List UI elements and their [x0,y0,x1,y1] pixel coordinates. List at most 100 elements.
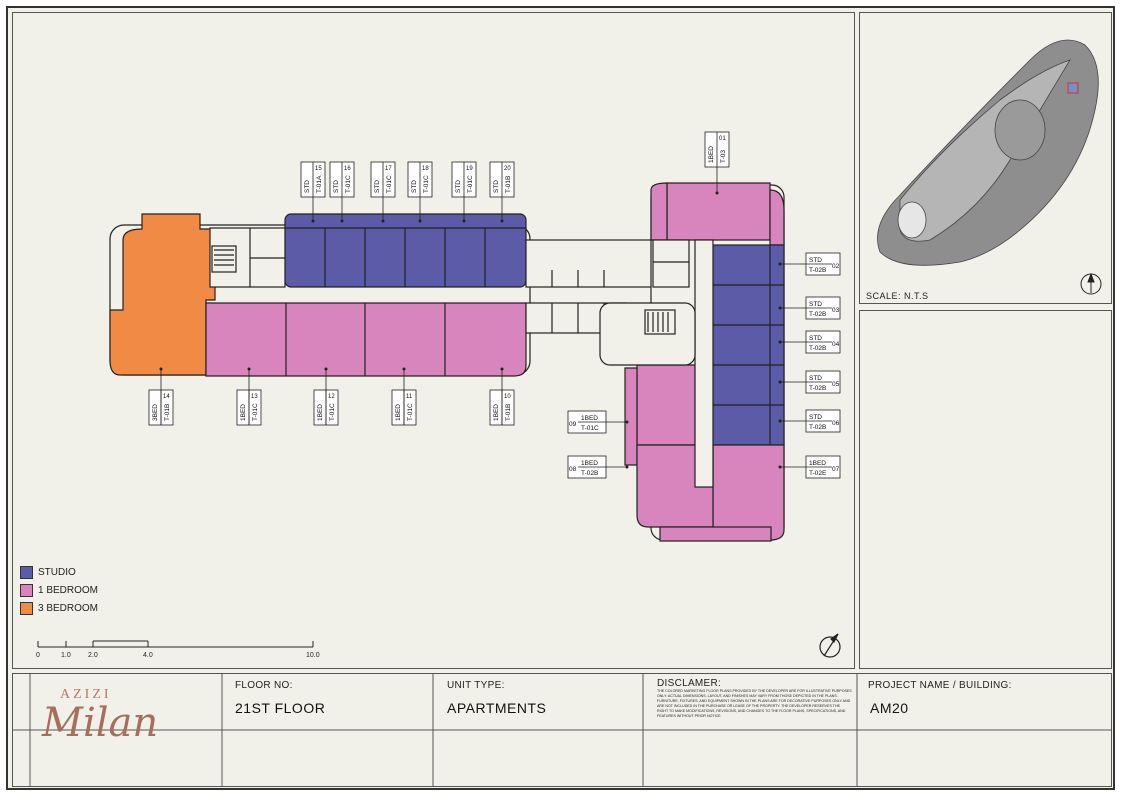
unit-type: STD [411,180,418,193]
key-plan-map [877,39,1099,266]
unit-code: T-01A [316,175,323,193]
unit-type: STD [809,257,822,264]
unit-type: 1BED [581,460,598,467]
unit-number: 17 [385,166,392,172]
unit-code: T-01C [345,175,352,193]
scale-tick-1: 1.0 [61,652,71,659]
unit-number: 20 [504,166,511,172]
unit-type: 1BED [317,404,324,421]
unit-code: T-01C [252,403,259,421]
logo-project: Milan [42,700,159,746]
unit-type: STD [809,375,822,382]
unit-code: T-01C [581,425,599,432]
unit-type: STD [809,301,822,308]
unit-tag-17: STD T-01C 17 [370,161,396,223]
unit-number: 07 [832,466,840,473]
scale-tick-3: 4.0 [143,652,153,659]
unit-code: T-02B [809,311,826,318]
unit-number: 04 [832,341,840,348]
unit-code: T-01C [467,175,474,193]
project-label: PROJECT NAME / BUILDING: [868,680,1012,691]
legend-label: 1 BEDROOM [38,584,99,596]
unit-code: T-02B [581,470,598,477]
unit-tag-10: 1BED T-01B 10 [489,367,515,426]
drawing-sheet [6,6,1115,790]
unit-code: T-02B [809,267,826,274]
logo-brand: AZIZI [60,687,112,702]
unit-code: T-01C [329,403,336,421]
unit-type: 1BED [395,404,402,421]
floor-value: 21ST FLOOR [235,700,326,716]
legend-label: 3 BEDROOM [38,602,99,614]
unit-tag-07: 1BED T-02E 07 [778,455,841,479]
unit-number: 03 [832,307,840,314]
unit-tag-15: STD T-01A 15 [300,161,326,223]
unit-number: 02 [832,263,840,270]
floor-plan-panel [12,12,855,669]
unit-tag-03: STD T-02B 03 [778,296,841,320]
legend-item-studio: STUDIO [20,563,98,581]
unit-number: 19 [466,166,473,172]
scale-bar [37,640,314,648]
1bedroom-swatch [20,583,33,597]
unit-type: 1BED [809,460,826,467]
unit-code: T-01C [407,403,414,421]
legend-item-3bedroom: 3 BEDROOM [20,599,98,617]
unit-code: T-03 [720,150,727,163]
legend-label: STUDIO [38,566,76,578]
notes-panel [859,310,1112,669]
unit-code: T-02E [809,470,827,477]
unit-type: STD [809,335,822,342]
unit-number: 10 [504,394,511,400]
unit-tag-14: 3BED T-01B 14 [148,367,174,426]
unit-number: 09 [569,421,577,428]
studio-swatch [20,565,33,579]
scale-tick-4: 10.0 [306,652,320,659]
unit-number: 16 [344,166,351,172]
unit-code: T-01C [386,175,393,193]
unit-number: 01 [719,136,726,142]
scale-tick-0: 0 [36,652,40,659]
3bedroom-swatch [20,601,33,615]
key-plan-panel [859,12,1112,304]
floor-label: FLOOR NO: [235,680,293,691]
unit-tag-20: STD T-01B 20 [489,161,515,223]
unit-type: STD [493,180,500,193]
key-plan-north-icon [1080,272,1102,295]
unit-type: 1BED [581,415,598,422]
legend: STUDIO 1 BEDROOM 3 BEDROOM [20,563,98,617]
unit-number: 13 [251,394,258,400]
project-value: AM20 [870,700,909,716]
unit-tag-05: STD T-02B 05 [778,370,841,394]
unit-type: STD [333,180,340,193]
unit-type: STD [304,180,311,193]
unit-number: 18 [422,166,429,172]
unit-code: T-01B [505,176,512,193]
unit-number: 14 [163,394,170,400]
unit-type: 1BED [493,404,500,421]
unit-number: 15 [315,166,322,172]
unit-number: 05 [832,381,840,388]
unit-type: STD [809,414,822,421]
unit-code: T-01B [505,404,512,421]
legend-item-1bedroom: 1 BEDROOM [20,581,98,599]
unit-tag-09: 1BED T-01C 09 [567,410,629,434]
unit-code: T-01B [164,404,171,421]
unit-type-value: APARTMENTS [447,700,547,716]
unit-code: T-02B [809,385,826,392]
north-arrow-icon [819,633,841,658]
unit-code: T-01C [423,175,430,193]
unit-tag-18: STD T-01C 18 [407,161,433,223]
unit-tag-16: STD T-01C 16 [329,161,355,223]
unit-type: 3BED [152,404,159,421]
unit-type: STD [374,180,381,193]
disclaimer-text: THE COLORED MARKETING FLOOR PLANS PROVID… [657,689,852,718]
